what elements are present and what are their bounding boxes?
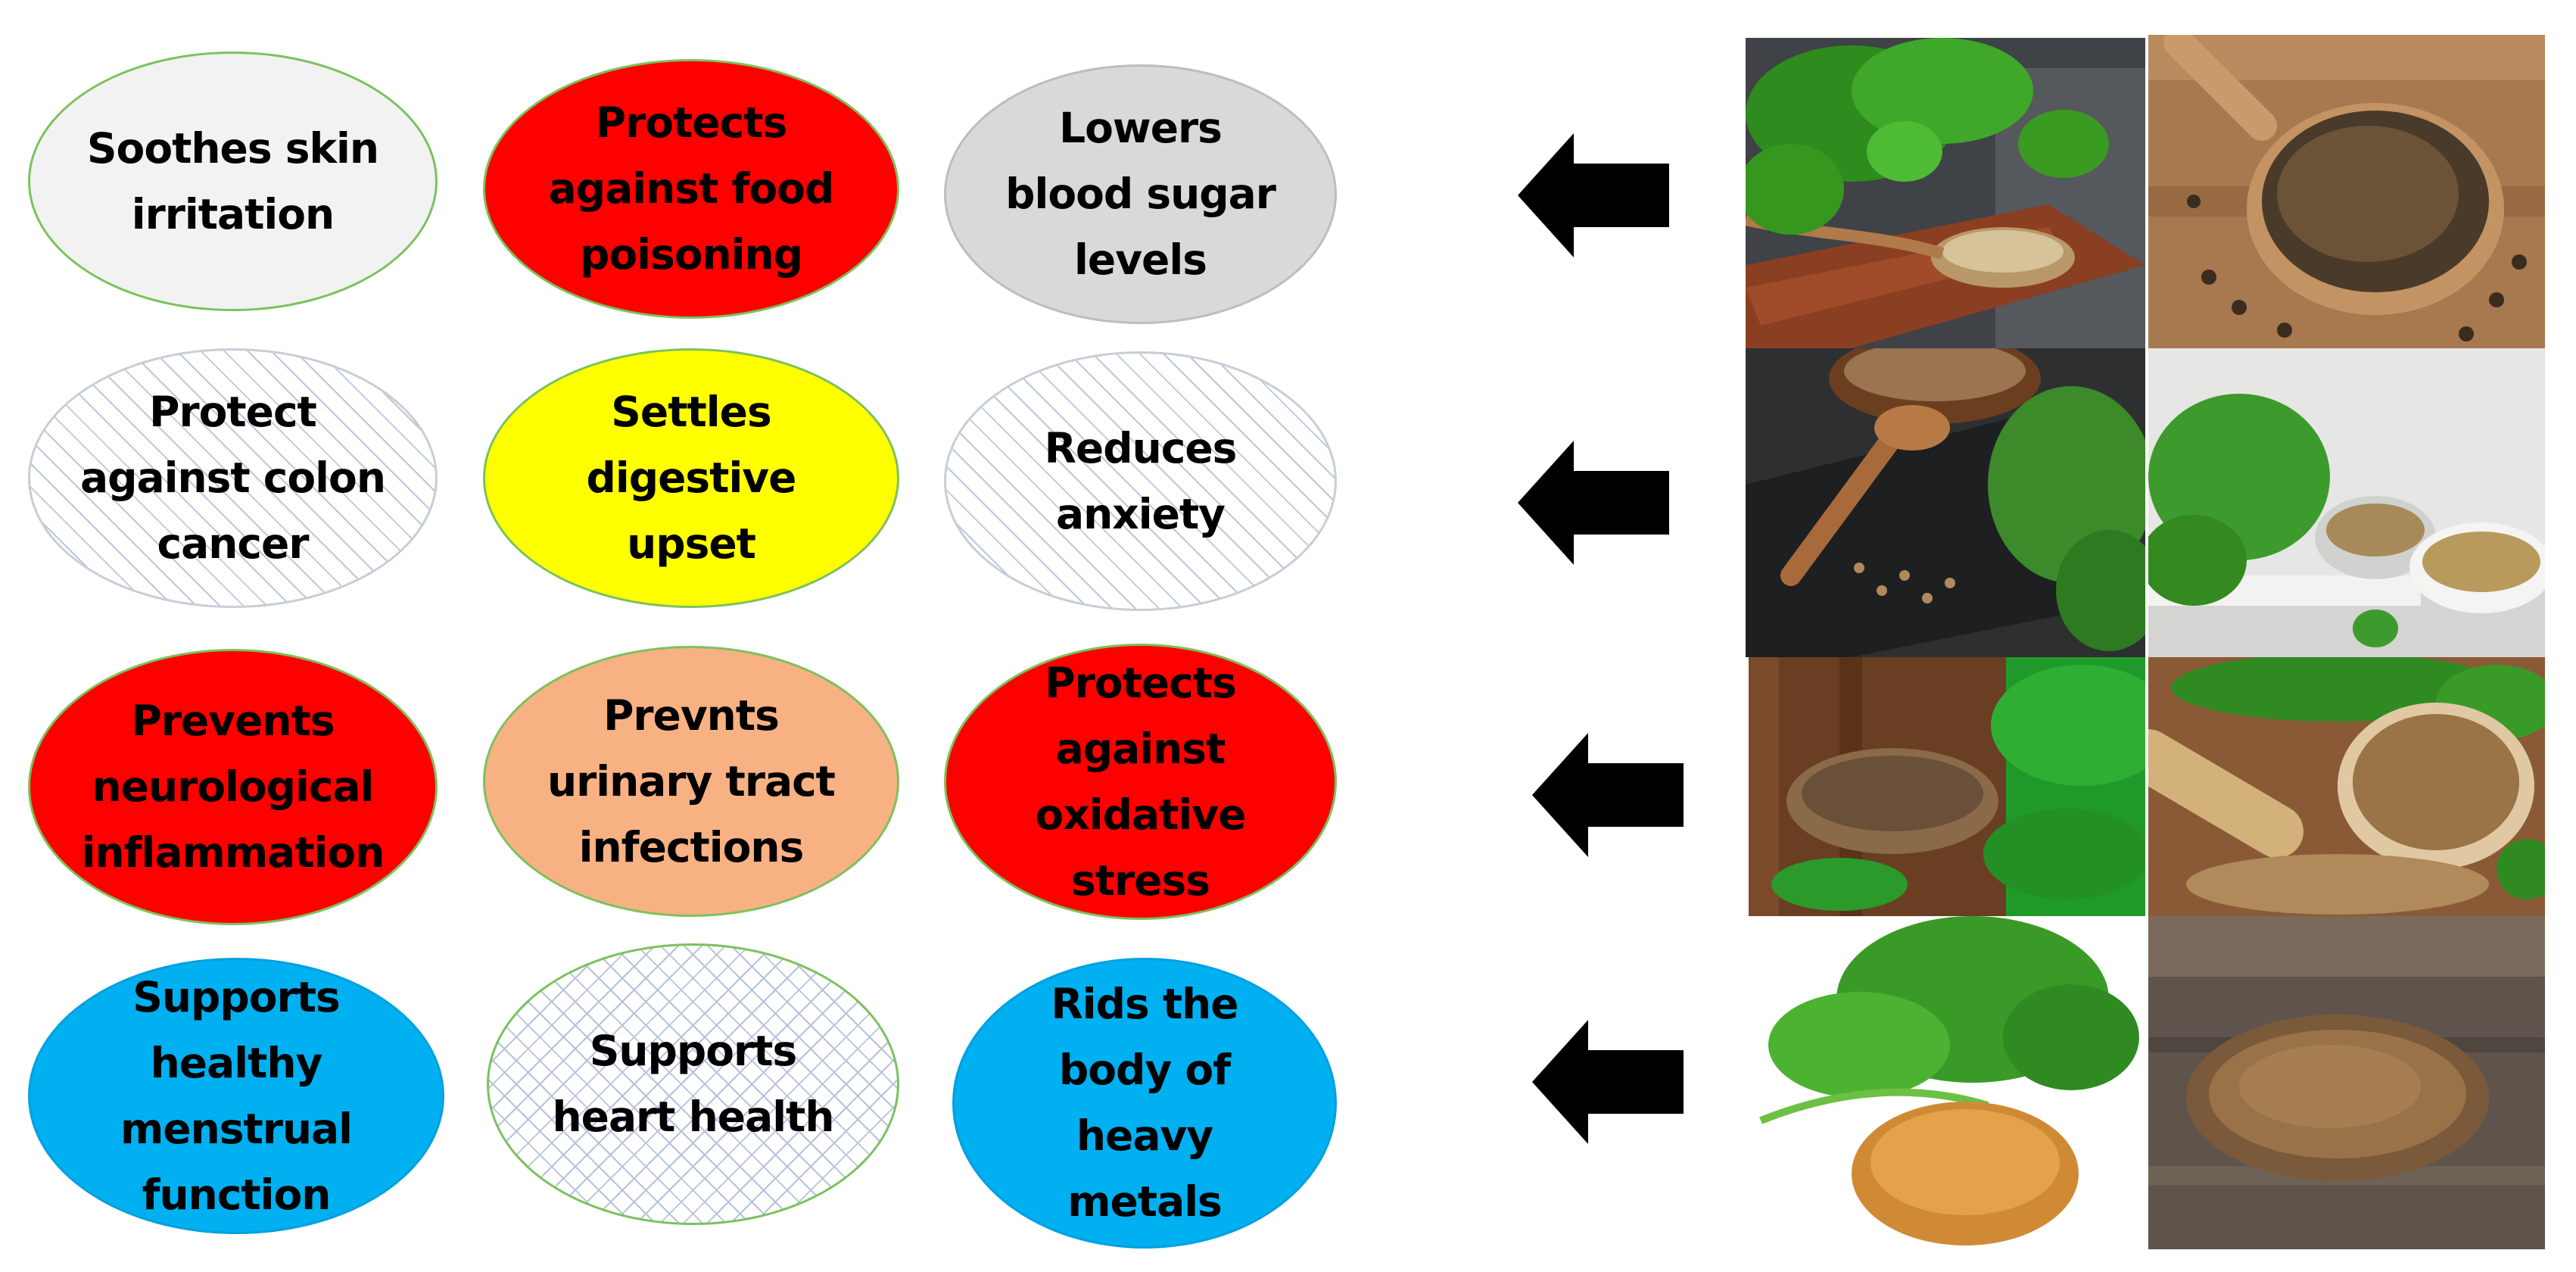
- coriander-photo: [1746, 348, 2145, 657]
- coriander-photo: [1749, 657, 2145, 916]
- left-arrow-icon: [1532, 1020, 1684, 1144]
- coriander-photo: [2148, 916, 2545, 1249]
- left-arrow-icon: [1518, 133, 1669, 257]
- coriander-photo: [1746, 38, 2145, 348]
- coriander-photo: [2148, 348, 2545, 657]
- left-arrow-icon: [1518, 441, 1669, 565]
- coriander-photo: [2148, 657, 2545, 916]
- left-arrow-icon: [1532, 733, 1684, 857]
- coriander-photo: [2148, 35, 2545, 348]
- coriander-photo: [1746, 916, 2145, 1249]
